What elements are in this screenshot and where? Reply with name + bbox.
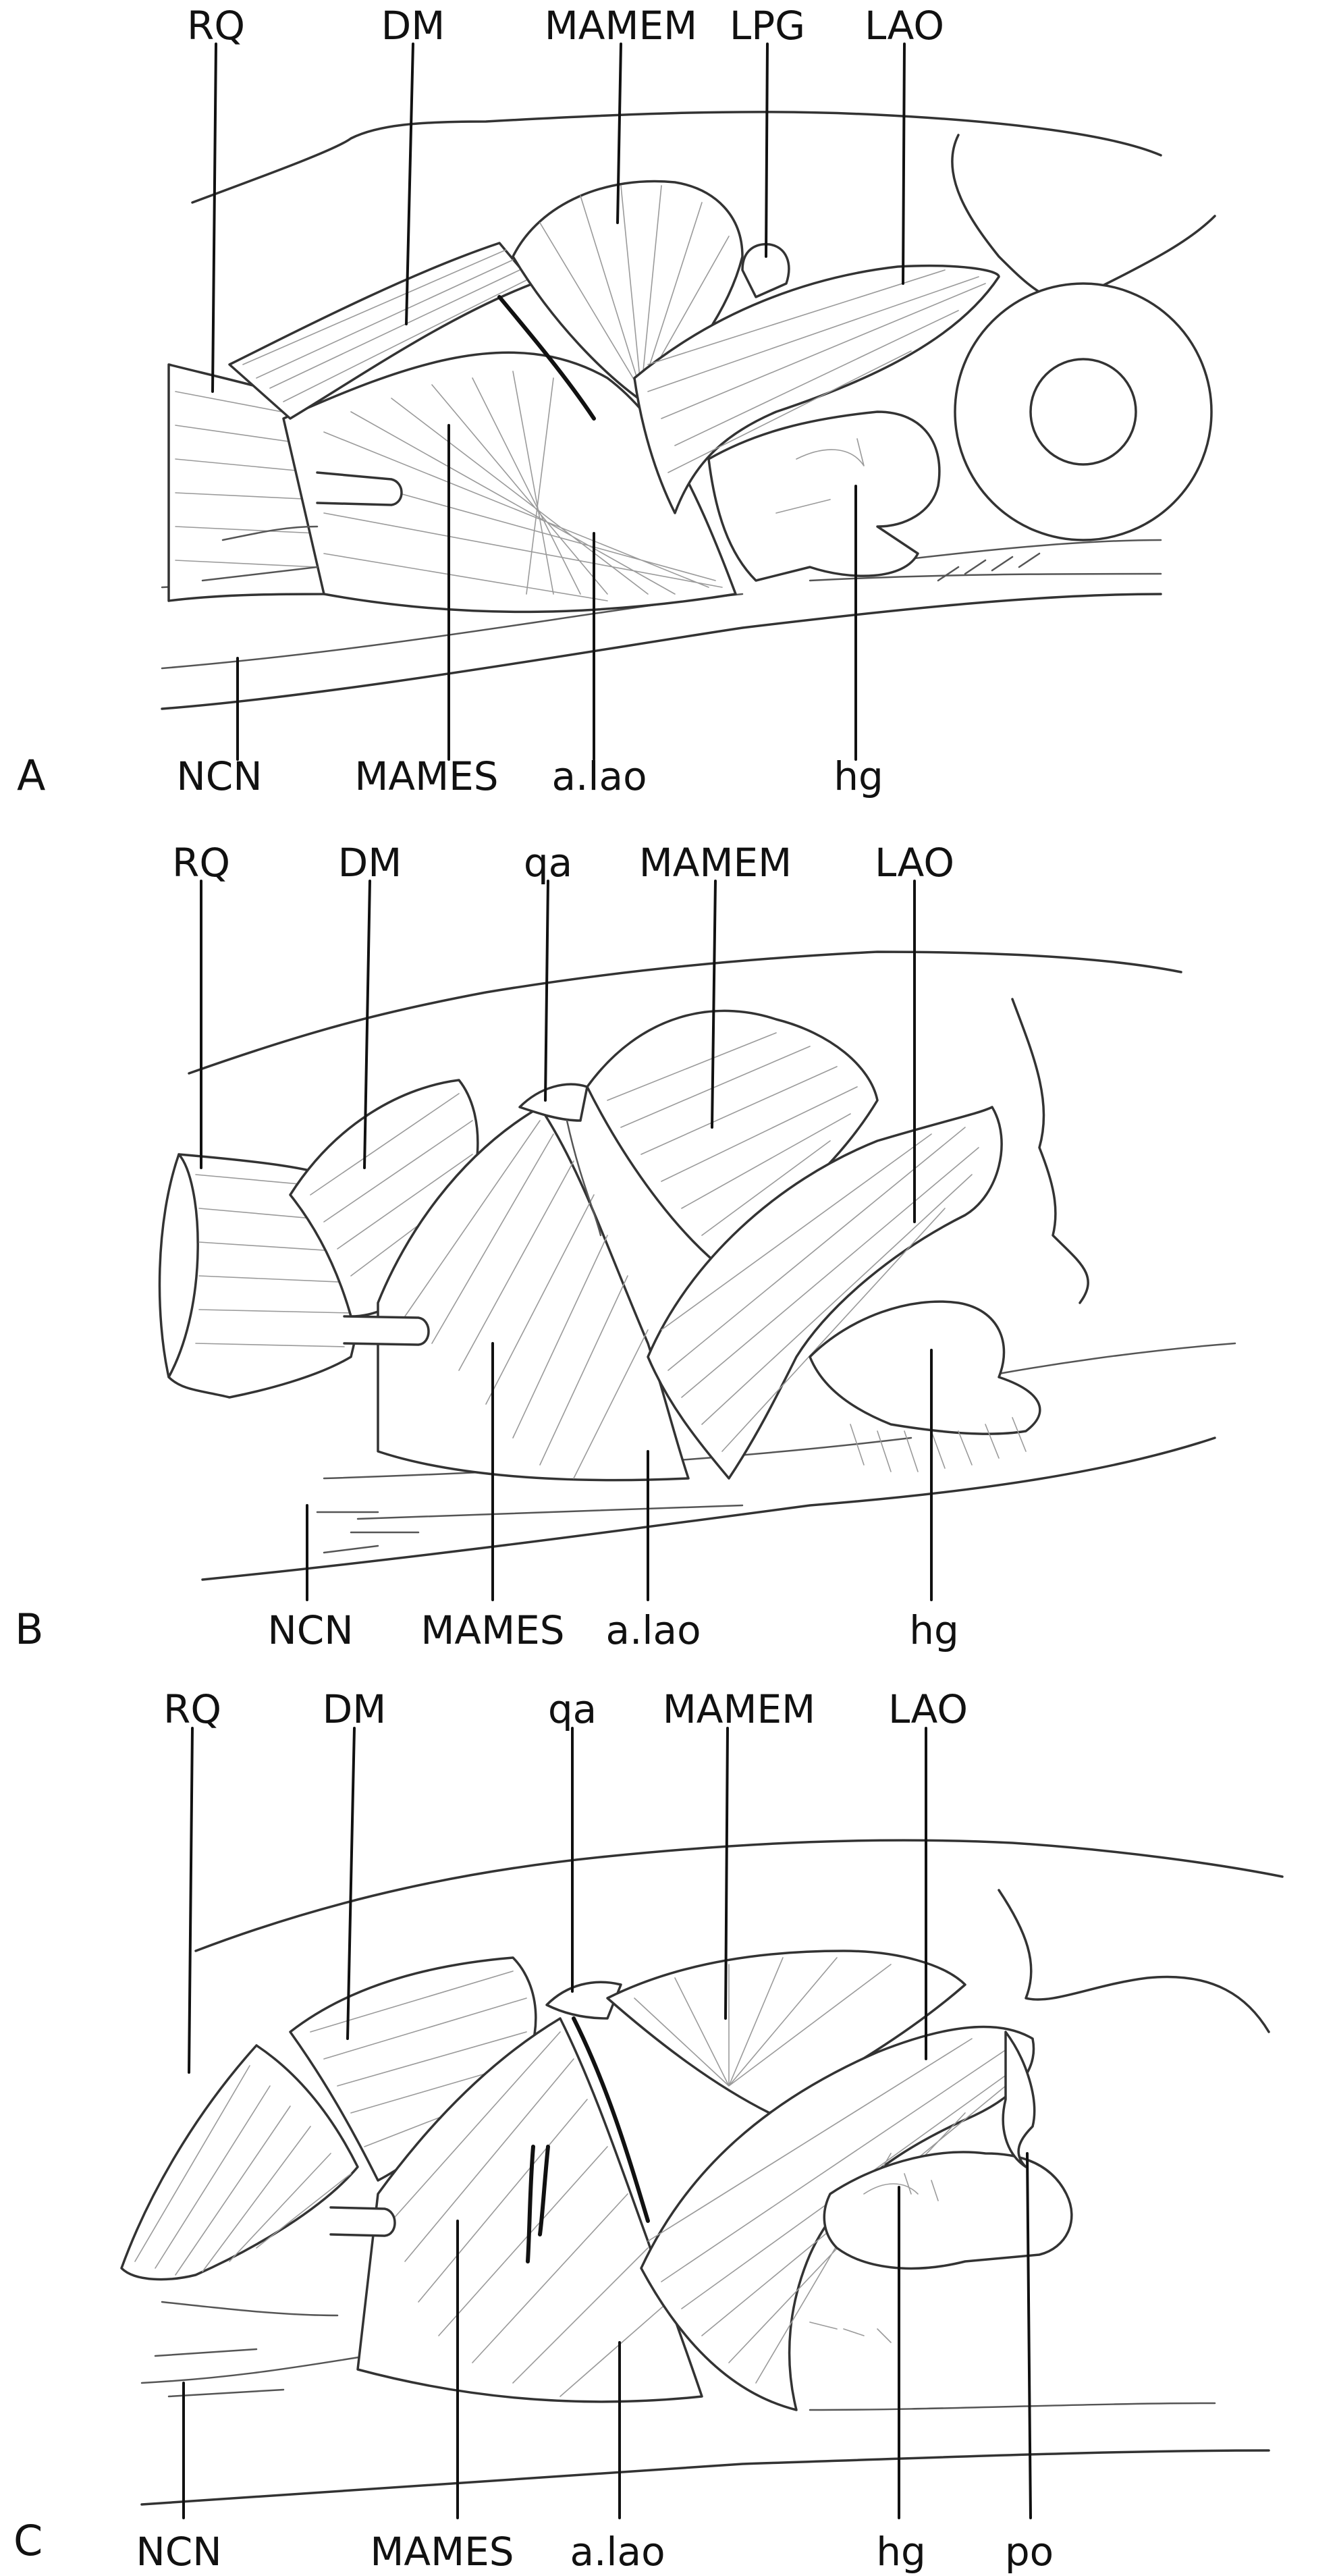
dm-leader <box>405 43 414 325</box>
head-dorsal-contour <box>194 1839 1284 1952</box>
mamem-muscle <box>606 1950 966 2114</box>
label-rq: RQ <box>172 840 230 886</box>
label-dm: DM <box>323 1686 387 1732</box>
qa-dark-line-1 <box>572 2016 650 2223</box>
hg-structure <box>707 410 941 582</box>
lao-muscle <box>633 264 1000 514</box>
quadrate-edge <box>497 295 596 421</box>
rq-leader <box>188 1727 194 2074</box>
head-ventral-contour <box>201 1437 1216 1581</box>
dm-fibers <box>242 249 527 402</box>
qa-leader <box>544 880 549 1102</box>
ncn-lines <box>201 525 319 582</box>
qa-structure <box>545 1981 622 2020</box>
panel-letter-b: B <box>15 1605 44 1654</box>
lao-fibers <box>647 269 986 473</box>
rq-fibers <box>195 1174 355 1347</box>
panel-b: RQ DM qa MAMEM LAO NCN MAMES a.lao hg B <box>0 830 1337 1667</box>
ncn-lines <box>316 1511 420 1554</box>
label-alao: a.lao <box>605 1607 701 1653</box>
qa-dark-line-2 <box>526 2145 535 2263</box>
mamem-leader <box>724 1727 729 2020</box>
label-rq: RQ <box>163 1686 221 1732</box>
label-lpg: LPG <box>730 3 805 49</box>
orbit-region <box>1011 998 1089 1304</box>
mamem-fibers <box>634 1957 892 2087</box>
qa-dark-line-3 <box>538 2145 550 2236</box>
mames-fibers <box>391 2031 669 2397</box>
head-dorsal-contour <box>188 950 1182 1075</box>
label-qa: qa <box>524 840 572 886</box>
panel-letter-a: A <box>17 751 45 800</box>
lao-leader <box>902 43 906 285</box>
snout-lines <box>896 539 1162 582</box>
po-structure <box>1002 2031 1036 2168</box>
dm-leader <box>346 1727 356 2040</box>
mamem-muscle <box>586 1009 879 1264</box>
ncn-lines <box>154 2348 285 2398</box>
head-dorsal-contour <box>191 111 1162 204</box>
qa-line <box>566 1119 602 1237</box>
label-lao: LAO <box>865 3 944 49</box>
label-alao: a.lao <box>551 753 647 799</box>
rq-muscle <box>120 2044 359 2281</box>
head-ventral-contour <box>140 2449 1270 2506</box>
mames-fibers <box>323 371 723 601</box>
head-ventral-contour <box>161 593 1162 710</box>
mamem-leader <box>616 43 622 224</box>
small-tube-a <box>316 471 403 506</box>
panel-a-drawing: RQ DM MAMEM LPG LAO NCN MAMES a.lao hg A <box>17 3 1216 800</box>
mamem-leader <box>711 880 717 1129</box>
label-rq: RQ <box>187 3 245 49</box>
panel-letter-c: C <box>13 2516 43 2565</box>
hg-gill-rakers <box>850 1417 1027 1472</box>
label-mamem: MAMEM <box>639 840 792 886</box>
dm-leader <box>363 880 371 1169</box>
hg-structure <box>809 1300 1041 1435</box>
label-mames: MAMES <box>370 2529 514 2575</box>
hg-detail <box>775 438 865 514</box>
label-mames: MAMES <box>420 1607 564 1653</box>
rq-fibers <box>175 391 318 568</box>
label-qa: qa <box>548 1686 597 1732</box>
lpg-leader <box>765 43 769 258</box>
label-mamem: MAMEM <box>663 1686 815 1732</box>
small-tube-b <box>343 1315 430 1346</box>
label-ncn: NCN <box>176 753 262 799</box>
panel-c: RQ DM qa MAMEM LAO NCN MAMES a.lao hg po… <box>0 1681 1337 2576</box>
mamem-fibers <box>539 185 730 392</box>
hg-detail <box>809 2173 939 2343</box>
mames-fibers <box>404 1120 649 1479</box>
panel-a: RQ DM MAMEM LPG LAO NCN MAMES a.lao hg A <box>0 0 1337 800</box>
small-tube-c <box>329 2206 396 2237</box>
rq-cut-face <box>158 1153 199 1378</box>
mamem-fibers <box>607 1032 858 1236</box>
label-po: po <box>1005 2529 1054 2575</box>
label-mamem: MAMEM <box>545 3 697 49</box>
label-hg: hg <box>876 2529 926 2575</box>
eye-lens <box>1029 358 1137 466</box>
label-hg: hg <box>909 1607 959 1653</box>
label-lao: LAO <box>888 1686 968 1732</box>
label-mames: MAMES <box>354 753 498 799</box>
label-dm: DM <box>381 3 445 49</box>
hg-structure <box>823 2151 1073 2270</box>
orbit-region <box>998 1889 1270 2033</box>
lao-fibers <box>661 1127 979 1452</box>
dm-fibers <box>310 1970 527 2147</box>
panel-b-drawing: RQ DM qa MAMEM LAO NCN MAMES a.lao hg B <box>15 840 1236 1654</box>
lpg-muscle <box>741 243 790 298</box>
rq-fibers <box>134 2065 352 2276</box>
label-hg: hg <box>834 753 883 799</box>
rq-leader <box>211 43 217 393</box>
label-dm: DM <box>338 840 402 886</box>
label-alao: a.lao <box>570 2529 665 2575</box>
label-ncn: NCN <box>136 2529 221 2575</box>
dm-fibers <box>310 1093 473 1277</box>
label-lao: LAO <box>875 840 954 886</box>
mames-muscle <box>377 1106 690 1482</box>
label-ncn: NCN <box>267 1607 353 1653</box>
panel-c-drawing: RQ DM qa MAMEM LAO NCN MAMES a.lao hg po… <box>13 1686 1284 2575</box>
po-leader <box>1026 2152 1032 2519</box>
